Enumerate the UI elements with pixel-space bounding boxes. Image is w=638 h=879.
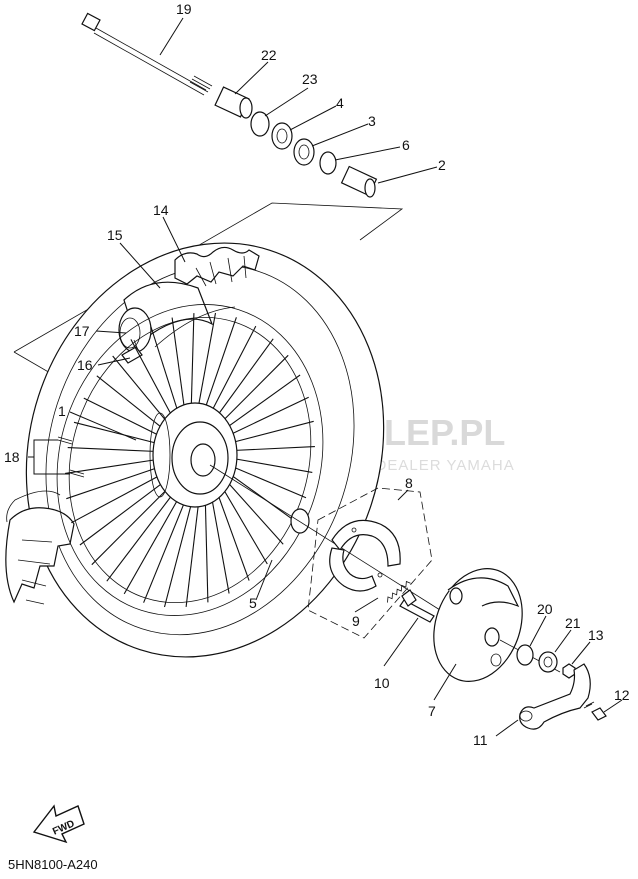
spoke-line: [221, 486, 268, 565]
spoke-line: [203, 317, 237, 411]
collar-part: [340, 165, 378, 198]
callout-22: 22: [261, 47, 277, 63]
spoke-line: [123, 496, 180, 595]
callout-4: 4: [336, 95, 344, 111]
callout-11: 11: [473, 732, 488, 748]
callout-18: 18: [4, 449, 20, 465]
callout-5: 5: [249, 595, 257, 611]
diagram-code: 5HN8100-A240: [8, 857, 98, 872]
brake-plate-part: [433, 568, 523, 682]
callout-15: 15: [107, 227, 123, 243]
oil-seal-part: [250, 111, 270, 137]
spoke-line: [190, 313, 195, 410]
spoke-line: [150, 326, 180, 414]
spoke-line: [96, 375, 164, 430]
spoke-line: [112, 355, 169, 424]
callout-6: 6: [402, 137, 410, 153]
forward-arrow-icon: FWD: [32, 804, 85, 844]
callout-10: 10: [374, 675, 390, 691]
spoke-line: [221, 354, 289, 423]
hub-part: [149, 402, 238, 508]
spokes-part: [65, 312, 315, 608]
spoke-line: [65, 458, 158, 474]
spoke-line: [231, 420, 314, 444]
spoke-line: [171, 317, 186, 411]
brake-shoe-part: [329, 519, 401, 592]
callout-21: 21: [565, 615, 581, 631]
spacer-part: [214, 86, 253, 119]
spoke-line: [67, 447, 158, 453]
bearing-part-b: [293, 138, 315, 166]
spoke-line: [204, 499, 209, 603]
callout-3: 3: [368, 113, 376, 129]
spoke-line: [83, 397, 161, 437]
callout-20: 20: [537, 601, 553, 617]
spoke-line: [225, 480, 284, 545]
spoke-line: [163, 500, 193, 608]
spoke-line: [225, 374, 301, 429]
axle-part: [81, 12, 213, 96]
spoke-nipple-part: [57, 436, 85, 478]
inner-tube-part: [118, 281, 236, 353]
callout-13: 13: [588, 627, 604, 643]
spoke-line: [66, 466, 159, 500]
washer-part: [516, 644, 534, 666]
spring-part: [387, 580, 411, 603]
callout-17: 17: [74, 323, 90, 339]
callout-14: 14: [153, 202, 169, 218]
spoke-line: [232, 457, 313, 473]
callout-16: 16: [77, 357, 93, 373]
callout-1: 1: [58, 403, 66, 419]
spoke-line: [215, 338, 274, 418]
camshaft-part: [399, 589, 435, 623]
spoke-line: [79, 481, 165, 546]
spoke-line: [71, 474, 162, 524]
spoke-line: [232, 446, 315, 452]
spoke-line: [197, 312, 217, 410]
nut-part: [538, 651, 558, 673]
spoke-line: [231, 465, 307, 499]
bearing-part-a: [271, 122, 293, 150]
spoke-line: [73, 421, 159, 445]
spoke-line: [91, 487, 169, 566]
seal-part: [319, 151, 337, 175]
callout-19: 19: [176, 1, 192, 17]
spoke-line: [210, 325, 257, 414]
callout-2: 2: [438, 157, 446, 173]
spoke-line: [130, 339, 174, 418]
callout-12: 12: [614, 687, 630, 703]
spoke-line: [216, 492, 250, 581]
callout-7: 7: [428, 703, 436, 719]
spoke-line: [185, 500, 200, 607]
leader-lines: [28, 17, 623, 737]
bolt-part: [583, 701, 607, 721]
callouts: 19 22 23 4 3 6 2 14 15 17 16 1 18 8 5 9 …: [4, 1, 630, 748]
small-nut-part: [562, 663, 576, 679]
spoke-line: [228, 396, 309, 436]
spoke-line: [210, 496, 230, 594]
brake-arm-part: [519, 663, 591, 730]
spoke-line: [106, 492, 175, 582]
spoke-line: [143, 499, 187, 603]
callout-9: 9: [352, 613, 360, 629]
callout-23: 23: [302, 71, 318, 87]
callout-8: 8: [405, 475, 413, 491]
hub-seal-part: [290, 508, 310, 534]
